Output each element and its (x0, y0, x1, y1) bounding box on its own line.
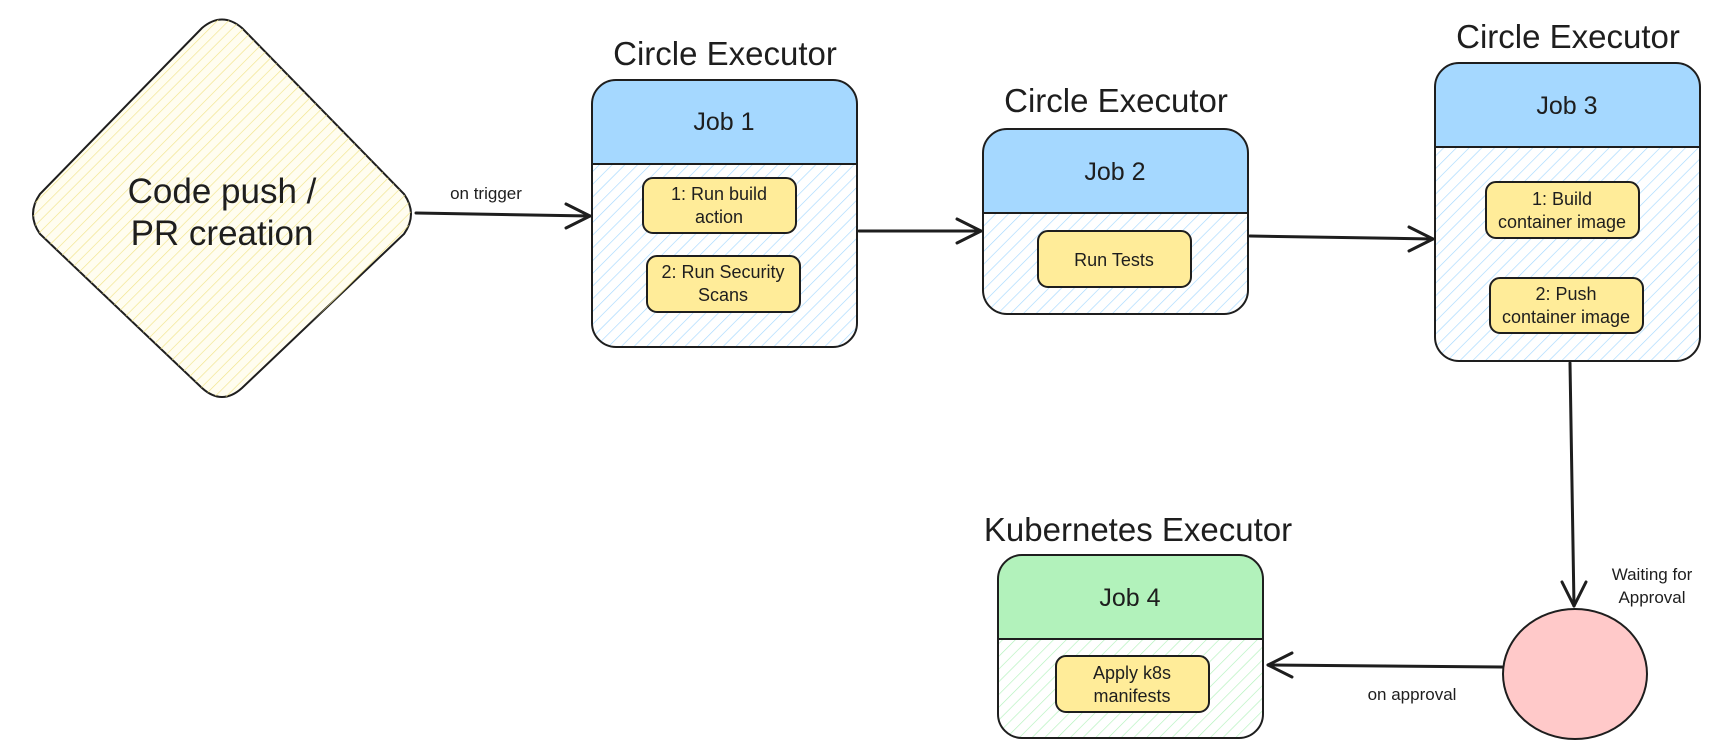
job-1-step-1-line1: 1: Run build (671, 184, 767, 204)
start-node: Code push / PR creation (32, 18, 412, 398)
start-label-line2: PR creation (131, 214, 314, 253)
job-1-header (592, 80, 857, 164)
approval-label-line2: Approval (1618, 588, 1685, 607)
job-3-step-1 (1485, 181, 1640, 239)
job-1-executor-title: Circle Executor (613, 35, 837, 72)
job-1-step-1-line2: action (695, 207, 743, 227)
edge-label-on-approval: on approval (1368, 685, 1457, 704)
start-label-line1: Code push / (128, 172, 317, 211)
job-4-step-1-line2: manifests (1093, 686, 1170, 706)
job-1-step-1 (642, 177, 797, 234)
arrow-start-to-job1 (414, 202, 592, 230)
job-3-step-2-line2: container image (1502, 307, 1630, 327)
job-2-header (983, 129, 1248, 213)
edge-label-on-trigger: on trigger (450, 184, 522, 203)
job-3-step-1-line2: container image (1498, 212, 1626, 232)
job-4-header (998, 555, 1263, 639)
approval-node: Waiting for Approval (1502, 565, 1693, 740)
job-1-card: Circle Executor Job 1 1: Run build actio… (591, 35, 858, 348)
arrow-approval-to-job4 (1266, 651, 1504, 679)
job-2-title: Job 2 (1084, 158, 1145, 186)
job-3-step-2 (1489, 277, 1644, 334)
job-2-executor-title: Circle Executor (1004, 82, 1228, 119)
job-2-card: Circle Executor Job 2 Run Tests (982, 82, 1249, 315)
job-4-step-1 (1055, 655, 1210, 713)
job-4-executor-title: Kubernetes Executor (984, 511, 1292, 548)
job-4-step-1-line1: Apply k8s (1093, 663, 1171, 683)
job-1-title: Job 1 (693, 108, 754, 136)
job-3-step-1-line1: 1: Build (1532, 189, 1592, 209)
approval-circle (1502, 608, 1648, 740)
arrow-job3-to-approval (1560, 361, 1588, 608)
job-2-step-1-label: Run Tests (1074, 250, 1154, 270)
job-1-step-2-line2: Scans (698, 285, 748, 305)
arrow-job2-to-job3 (1248, 225, 1435, 253)
approval-label-line1: Waiting for (1612, 565, 1693, 584)
job-3-executor-title: Circle Executor (1456, 18, 1680, 55)
job-3-header (1435, 63, 1700, 147)
arrow-job1-to-job2 (857, 217, 983, 245)
job-2-step-1 (1037, 230, 1192, 288)
job-3-card: Circle Executor Job 3 1: Build container… (1434, 18, 1701, 362)
job-3-title: Job 3 (1536, 92, 1597, 120)
job-1-step-2-line1: 2: Run Security (661, 262, 784, 282)
job-1-step-2 (646, 255, 801, 313)
job-3-step-2-line1: 2: Push (1535, 284, 1596, 304)
job-4-title: Job 4 (1099, 584, 1160, 612)
job-4-card: Kubernetes Executor Job 4 Apply k8s mani… (984, 511, 1292, 739)
